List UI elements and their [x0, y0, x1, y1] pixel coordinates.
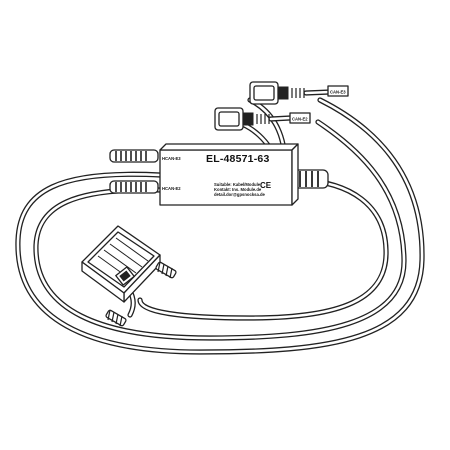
- module-fine-print-1: Suitable: Kabel/Module: [214, 182, 261, 187]
- module-part-number: EL-48571-63: [206, 153, 270, 165]
- dsub-connector: [81, 225, 177, 327]
- module-fine-print-2: Kontakt: Ins. Module.de: [214, 187, 262, 192]
- cable-loops: [15, 97, 425, 355]
- port-label-upper: HCAN-E3: [162, 156, 181, 161]
- ce-mark: CE: [260, 181, 272, 190]
- connector-can-e3: CAN-E3: [249, 81, 349, 105]
- module-fine-print-3: detail.dor@gpsnocksa.de: [214, 192, 266, 197]
- connector-can-e2: CAN-E2: [214, 107, 311, 131]
- port-label-lower: HCAN-E2: [162, 186, 181, 191]
- strain-relief-left-upper: [109, 149, 159, 163]
- connector-label-can-e3: CAN-E3: [330, 90, 346, 95]
- connector-label-can-e2: CAN-E2: [292, 117, 308, 122]
- interface-module: EL-48571-63 CE Suitable: Kabel/Module Ko…: [159, 143, 299, 206]
- strain-relief-left-lower: [109, 180, 159, 194]
